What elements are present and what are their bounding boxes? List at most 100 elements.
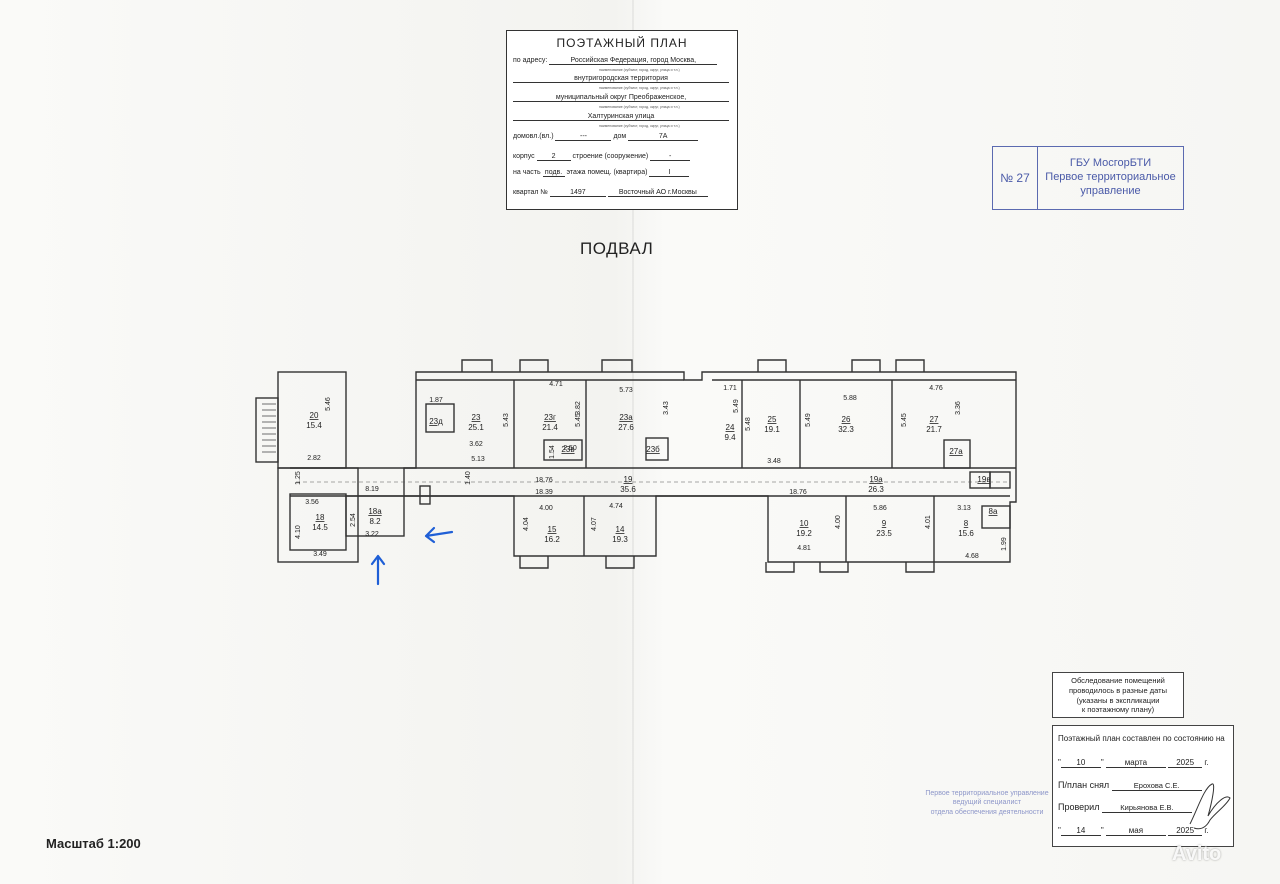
room-number: 19а bbox=[869, 475, 883, 484]
dimension-value: 5.49 bbox=[805, 413, 812, 427]
page-fold bbox=[632, 0, 634, 884]
na-chast-label: на часть bbox=[513, 169, 541, 176]
na-chast-value: подв. bbox=[542, 169, 565, 177]
room-number: 23д bbox=[429, 417, 443, 426]
field-hint-3: наименование (субъект, город, округ, ули… bbox=[599, 105, 680, 109]
state-year-suffix: г. bbox=[1204, 758, 1209, 767]
room-number: 10 bbox=[800, 519, 809, 528]
dimension-value: 4.00 bbox=[835, 515, 842, 529]
checked-day: 14 bbox=[1060, 826, 1101, 836]
dimension-value: 5.45 bbox=[575, 413, 582, 427]
dimension-value: 3.22 bbox=[365, 531, 379, 538]
korpus-label: корпус bbox=[513, 153, 535, 160]
stroenie-value: - bbox=[650, 153, 691, 161]
dimension-value: 3.56 bbox=[305, 499, 319, 506]
dimension-value: 1.25 bbox=[295, 471, 302, 485]
room-number: 27 bbox=[930, 415, 939, 424]
staircase bbox=[255, 397, 279, 463]
dimension-value: 1.54 bbox=[549, 445, 556, 459]
dimension-value: 18.76 bbox=[789, 489, 807, 496]
korpus-row: корпус 2 строение (сооружение) - bbox=[513, 153, 731, 161]
part-row: на часть подв. этажа помещ. (квартира) I bbox=[513, 169, 731, 177]
address-line-3: муниципальный округ Преображенское, bbox=[513, 94, 729, 102]
dimension-value: 3.82 bbox=[575, 401, 582, 415]
address-row-4: Халтуринская улица bbox=[513, 113, 731, 121]
room-number: 15 bbox=[548, 525, 557, 534]
etazh-value: I bbox=[649, 169, 690, 177]
survey-note-line-4: к поэтажному плану) bbox=[1081, 705, 1155, 715]
dimension-value: 5.73 bbox=[619, 387, 633, 394]
dimension-value: 5.13 bbox=[471, 456, 485, 463]
room-area: 15.4 bbox=[306, 421, 322, 430]
room-number: 23б bbox=[646, 445, 660, 454]
room-area: 9.4 bbox=[724, 433, 736, 442]
blue-note-line-1: Первое территориальное управление bbox=[925, 790, 1049, 797]
dimension-value: 1.87 bbox=[429, 397, 443, 404]
dom-row: домовл.(вл.) --- дом 7А bbox=[513, 133, 731, 141]
state-label: Поэтажный план составлен по состоянию на bbox=[1058, 734, 1225, 743]
room-number: 14 bbox=[616, 525, 625, 534]
room-number: 27а bbox=[949, 447, 963, 456]
etazh-label: этажа помещ. (квартира) bbox=[566, 169, 648, 176]
room-number: 23 bbox=[472, 413, 481, 422]
dimension-value: 18.76 bbox=[535, 477, 553, 484]
room-area: 19.3 bbox=[612, 535, 628, 544]
state-month: марта bbox=[1105, 758, 1166, 768]
signature-icon bbox=[1189, 783, 1231, 830]
removed-row: П/план снял Ерохова С.Е. bbox=[1058, 780, 1202, 791]
blue-note-line-2: ведущий специалист bbox=[952, 799, 1022, 807]
stamp-number: № 27 bbox=[993, 147, 1038, 209]
survey-note-line-2: проводилось в разные даты bbox=[1068, 685, 1167, 695]
stamp-org-line-3: управление bbox=[1080, 184, 1141, 197]
dimension-value: 18.39 bbox=[535, 489, 553, 496]
room-number: 23а bbox=[619, 413, 633, 422]
stamp-org-line-2: Первое территориальное bbox=[1045, 171, 1176, 184]
dimension-value: 4.04 bbox=[523, 517, 530, 531]
room-number: 23в bbox=[561, 445, 574, 454]
room-area: 8.2 bbox=[369, 517, 381, 526]
room-number: 20 bbox=[310, 411, 319, 420]
address-row-3: муниципальный округ Преображенское, bbox=[513, 94, 731, 102]
room-area: 26.3 bbox=[868, 485, 884, 494]
checked-by: Кирьянова Е.В. bbox=[1101, 803, 1192, 813]
room-number: 19в bbox=[977, 475, 990, 484]
stamp-org: ГБУ МосгорБТИ Первое территориальное упр… bbox=[1038, 147, 1183, 209]
bti-stamp: № 27 ГБУ МосгорБТИ Первое территориально… bbox=[992, 146, 1184, 210]
dimension-value: 4.71 bbox=[549, 381, 563, 388]
room-number: 19 bbox=[624, 475, 633, 484]
checked-label: Проверил bbox=[1058, 802, 1100, 812]
room-area: 16.2 bbox=[544, 535, 560, 544]
room-area: 21.4 bbox=[542, 423, 558, 432]
room-number: 18а bbox=[368, 507, 382, 516]
blue-stamp-note: Первое территориальное управление ведущи… bbox=[922, 789, 1052, 817]
state-day: 10 bbox=[1060, 758, 1101, 768]
checked-year-suffix: г. bbox=[1204, 826, 1209, 835]
dimension-value: 2.50 bbox=[563, 445, 577, 452]
stair-steps bbox=[262, 403, 276, 453]
kvartal-label: квартал № bbox=[513, 189, 548, 196]
dimension-value: 4.00 bbox=[539, 505, 553, 512]
dimension-value: 4.81 bbox=[797, 545, 811, 552]
dimension-value: 3.36 bbox=[955, 401, 962, 415]
dimension-value: 3.13 bbox=[957, 505, 971, 512]
address-line-4: Халтуринская улица bbox=[513, 113, 729, 121]
kvartal-row: квартал № 1497 Восточный АО г.Москвы bbox=[513, 189, 731, 197]
status-block: Поэтажный план составлен по состоянию на… bbox=[1052, 725, 1234, 847]
dimension-value: 3.43 bbox=[663, 401, 670, 415]
document-title: ПОЭТАЖНЫЙ ПЛАН bbox=[556, 36, 688, 50]
room-area: 21.7 bbox=[926, 425, 942, 434]
survey-note-line-1: Обследование помещений bbox=[1071, 676, 1165, 685]
room-number: 9 bbox=[882, 519, 887, 528]
dimension-value: 5.48 bbox=[745, 417, 752, 431]
dimension-value: 3.48 bbox=[767, 458, 781, 465]
room-number: 8 bbox=[964, 519, 969, 528]
scale-label: Масштаб 1:200 bbox=[46, 836, 141, 851]
room-area: 27.6 bbox=[618, 423, 634, 432]
room-number: 23г bbox=[544, 413, 556, 422]
state-year: 2025 bbox=[1168, 758, 1203, 768]
arrow-up-icon bbox=[370, 554, 386, 586]
removed-label: П/план снял bbox=[1058, 780, 1110, 790]
title-block: ПОЭТАЖНЫЙ ПЛАН по адресу: Российская Фед… bbox=[506, 30, 738, 210]
